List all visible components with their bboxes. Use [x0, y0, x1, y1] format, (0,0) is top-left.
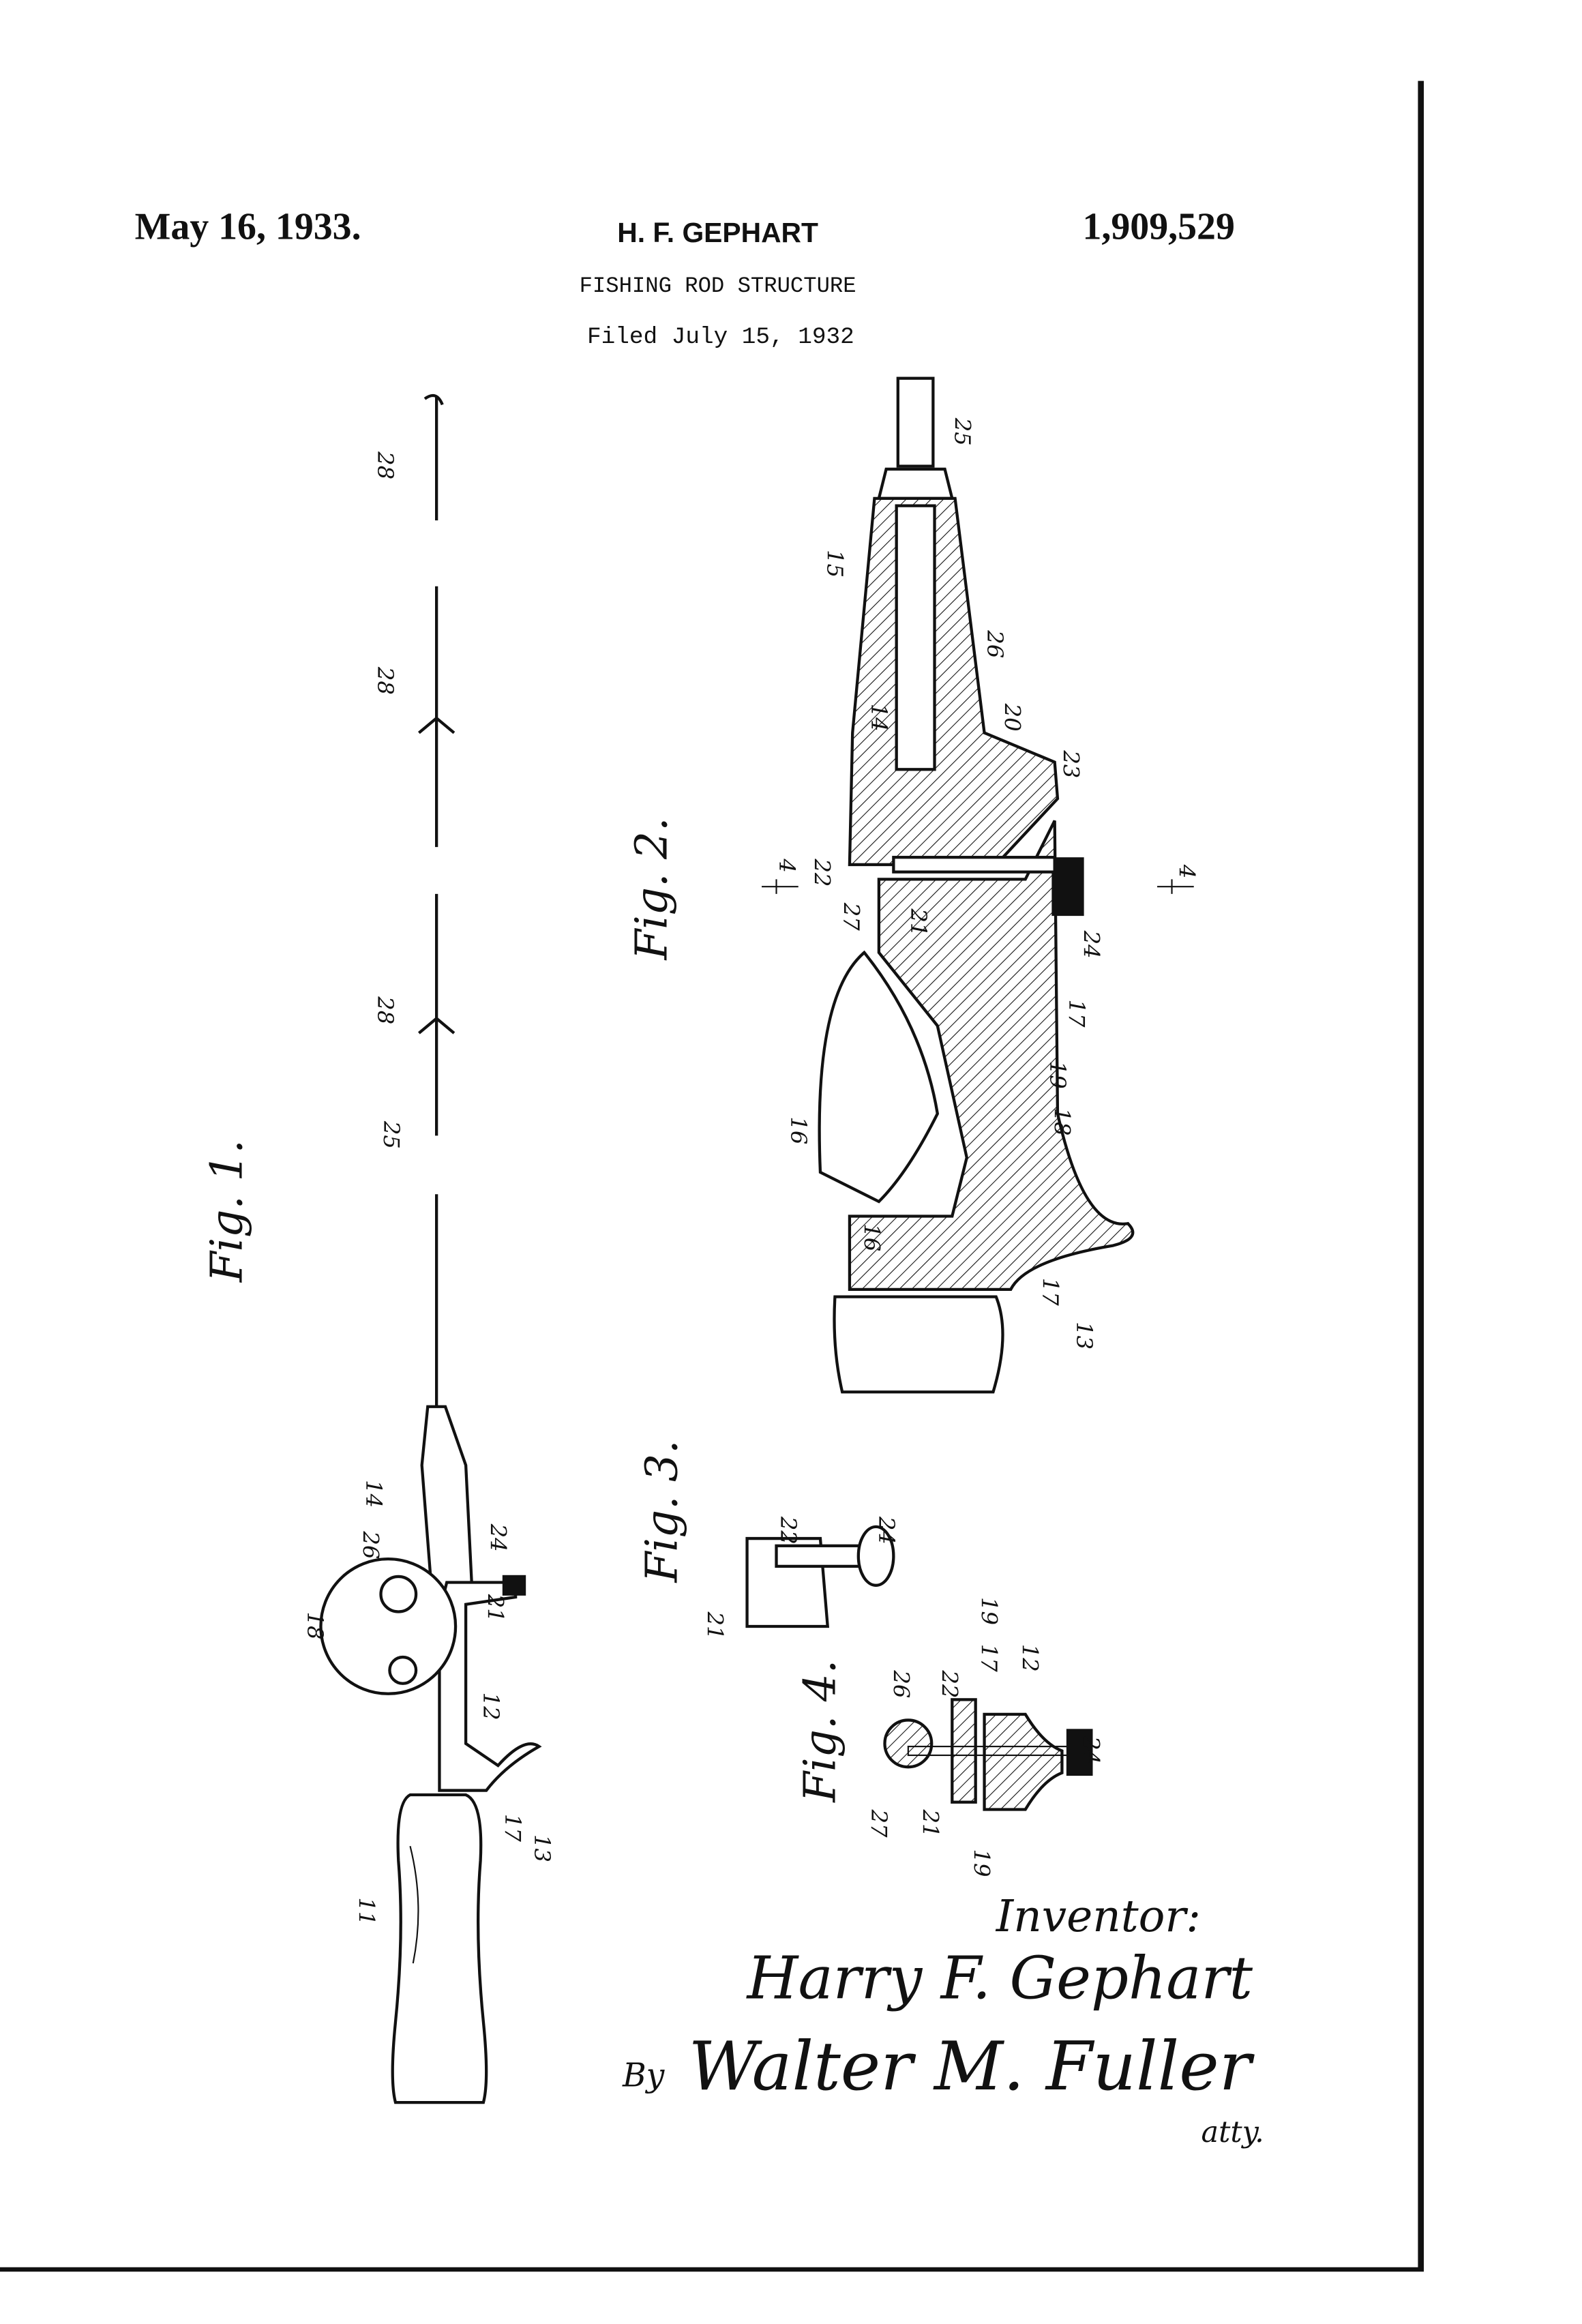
numeral: 28	[372, 996, 398, 1024]
fig1-numerals: 28 28 28 25 14 26 24 21 18 12 17 13 11	[302, 451, 555, 1925]
numeral: 18	[302, 1611, 328, 1639]
numeral: 23	[1058, 749, 1084, 778]
figure-1-label: Fig. 1.	[201, 1139, 252, 1283]
figure-2-label: Fig. 2.	[626, 818, 677, 961]
tip-guide	[425, 396, 443, 404]
numeral: 24	[874, 1516, 899, 1545]
numeral: 4	[1174, 864, 1199, 879]
numeral: 21	[917, 1808, 943, 1837]
clamp-22	[952, 1699, 975, 1802]
attorney-signature: Walter M. Fuller	[689, 2027, 1255, 2106]
numeral: 26	[358, 1530, 384, 1559]
numeral: 16	[786, 1116, 811, 1144]
thumb-screw-24	[503, 1575, 526, 1596]
numeral: 16	[859, 1223, 884, 1251]
numeral: 17	[500, 1814, 526, 1842]
figure-4-label: Fig. 4.	[794, 1660, 846, 1803]
numeral: 4	[774, 858, 800, 872]
figure-3-label: Fig. 3.	[636, 1440, 687, 1583]
figure-3: Fig. 3. 22 24 21	[636, 1440, 899, 1640]
figure-1: Fig. 1. 28 28 28 25 14 26 24 21 18 12 17…	[201, 396, 555, 2102]
by-label: By	[622, 2057, 666, 2094]
numeral: 25	[950, 417, 976, 446]
reel-knob	[389, 1657, 416, 1684]
ferrule	[879, 469, 952, 498]
invention-title: FISHING ROD STRUCTURE	[580, 273, 856, 299]
rod-26-section	[884, 1720, 931, 1767]
numeral: 21	[906, 908, 931, 936]
numeral: 19	[969, 1849, 995, 1877]
filing-date: Filed July 15, 1932	[587, 324, 854, 351]
rod-25	[898, 378, 934, 466]
numeral: 12	[1017, 1644, 1043, 1672]
numeral: 22	[775, 1516, 801, 1545]
numeral: 26	[888, 1669, 914, 1698]
numeral: 28	[372, 451, 398, 479]
thumb-screw-24	[1051, 857, 1084, 916]
inventor-caption: Inventor:	[996, 1891, 1201, 1942]
numeral: 17	[1037, 1278, 1063, 1306]
numeral: 26	[982, 629, 1008, 658]
attorney-suffix: atty.	[1201, 2115, 1264, 2149]
numeral: 22	[936, 1669, 962, 1698]
numeral: 11	[353, 1897, 379, 1925]
bore-26	[897, 506, 935, 770]
numeral: 24	[1079, 930, 1105, 959]
numeral: 24	[486, 1523, 511, 1552]
cork-handle-11	[393, 1795, 486, 2102]
inventor-name: H. F. GEPHART	[617, 217, 818, 248]
numeral: 21	[702, 1611, 728, 1639]
numeral: 15	[822, 550, 848, 578]
numeral: 12	[478, 1693, 504, 1720]
numeral: 14	[866, 704, 892, 732]
patent-date: May 16, 1933.	[135, 206, 361, 248]
numeral: 25	[378, 1120, 404, 1149]
figure-4: Fig. 4. 26 22 17 19 12 24 27 21 19	[794, 1597, 1104, 1877]
numeral: 19	[1045, 1061, 1071, 1089]
numeral: 22	[809, 858, 835, 887]
screw-22	[893, 857, 1054, 872]
numeral: 13	[529, 1834, 555, 1862]
numeral: 20	[1000, 703, 1026, 732]
numeral: 18	[1049, 1108, 1075, 1136]
numeral: 17	[976, 1644, 1002, 1672]
numeral: 21	[482, 1594, 508, 1622]
inventor-signature: Harry F. Gephart	[746, 1945, 1253, 2013]
numeral: 14	[361, 1480, 387, 1508]
numeral: 19	[976, 1597, 1002, 1625]
reel-seat-barrel	[422, 1407, 472, 1597]
numeral: 27	[866, 1808, 892, 1837]
numeral: 17	[1064, 1000, 1090, 1028]
figure-2: Fig. 2. 25 15 26 14 20 23 22 4 4 21 24 1…	[626, 378, 1199, 1392]
numeral: 27	[838, 902, 864, 931]
numeral: 28	[372, 666, 398, 695]
patent-number: 1,909,529	[1083, 206, 1235, 248]
frame-12	[985, 1714, 1062, 1810]
numeral: 24	[1079, 1735, 1105, 1764]
socket-14	[850, 498, 1058, 865]
handle-11	[834, 1297, 1002, 1392]
screw-22	[777, 1546, 865, 1566]
numeral: 13	[1071, 1322, 1097, 1350]
